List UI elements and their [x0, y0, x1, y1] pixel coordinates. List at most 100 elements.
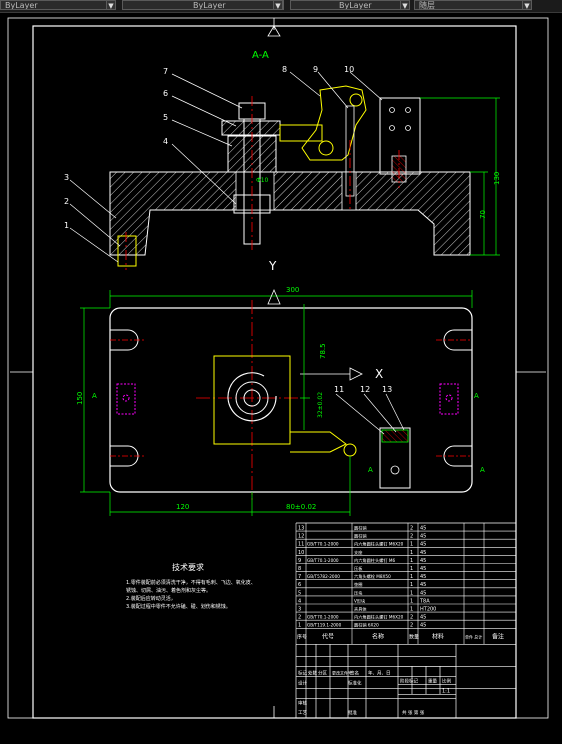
dim-120: 120: [176, 503, 189, 511]
leaders-front: [69, 71, 383, 263]
bom-cell-name: 压板: [354, 565, 363, 572]
chevron-down-icon[interactable]: ▼: [400, 0, 410, 10]
bom-cell-code: GB/T70.1-2000: [307, 558, 339, 563]
chevron-down-icon[interactable]: ▼: [522, 0, 532, 10]
bom-cell-mat: 45: [420, 566, 426, 572]
view-arrow-down: [267, 288, 281, 305]
pin-slot-plan: [381, 429, 409, 443]
tb-zone: 分区: [318, 669, 327, 676]
note-4: 3.装配过程中零件不允许磕、碰、划伤和锈蚀。: [126, 603, 231, 610]
callout-8: 8: [282, 65, 287, 74]
chevron-down-icon[interactable]: ▼: [106, 0, 116, 10]
bom-cell-name: V形块: [354, 597, 366, 604]
dim-80: 80±0.02: [286, 503, 316, 511]
section-mark-right: A: [474, 392, 479, 400]
support-hole-plan: [390, 465, 400, 475]
dim-70: 70: [479, 210, 487, 219]
bom-cell-name: 垫圈: [354, 581, 362, 588]
support-block: [379, 97, 421, 175]
callout-7: 7: [163, 67, 168, 76]
bom-cell-no: 10: [298, 550, 304, 556]
bom-cell-qty: 1: [410, 582, 413, 588]
bom-cell-qty: 1: [410, 590, 413, 596]
bom-cell-no: 6: [298, 582, 301, 588]
dim-130: 130: [493, 172, 501, 185]
tb-std: 标准化: [348, 679, 362, 686]
bom-cell-qty: 1: [410, 574, 413, 580]
bolt-circle-inner: [243, 389, 261, 407]
dim-small: Φ10: [256, 177, 269, 184]
section-mark-bl: A: [368, 466, 373, 474]
bom-cell-qty: 1: [410, 598, 413, 604]
bom-cell-mat: 45: [420, 526, 426, 532]
note-3: 2.装配后应转动灵活，: [126, 595, 176, 602]
bom-hdr-qty: 数量: [409, 633, 419, 640]
tb-sheet: 共 张 第 张: [402, 709, 425, 716]
callout-4: 4: [163, 137, 168, 146]
fixture-body: [109, 171, 471, 256]
bom-cell-qty: 2: [410, 534, 413, 540]
tb-review: 审核: [298, 699, 307, 706]
bom-cell-code: GB/T119.1-2000: [307, 623, 342, 628]
callout-1: 1: [64, 221, 69, 230]
bom-cell-qty: 1: [410, 607, 413, 613]
bom-cell-qty: 1: [410, 550, 413, 556]
slot-centerlines: [110, 339, 472, 457]
section-mark-left: A: [92, 392, 97, 400]
bom-cell-code: GB/T5782-2000: [307, 574, 340, 579]
tb-change: 更改文件号: [332, 669, 352, 675]
bom-hdr-no: 序号: [297, 633, 307, 640]
side-holes: [116, 383, 459, 415]
bom-cell-name: 压块: [354, 589, 363, 596]
plan-body: [109, 307, 473, 493]
tb-sign: 签名: [350, 669, 359, 676]
layer-select-b[interactable]: ByLayer: [122, 0, 284, 10]
bom-cell-name: 圆柱销: [354, 533, 367, 540]
section-label: A-A: [252, 50, 269, 61]
bom-hdr-code: 代号: [322, 632, 334, 640]
tb-stage: 阶段标记: [400, 677, 418, 684]
callout-13: 13: [382, 385, 392, 394]
bom-cell-mat: HT200: [420, 607, 436, 613]
chevron-down-icon[interactable]: ▼: [273, 0, 283, 10]
bom-hdr-remark: 备注: [492, 632, 504, 640]
lever-pin: [349, 93, 363, 107]
bom-hdr-name: 名称: [372, 632, 384, 640]
left-screw: [117, 235, 137, 267]
callout-9: 9: [313, 65, 318, 74]
washer: [221, 120, 281, 136]
bom-cell-no: 5: [298, 590, 301, 596]
support-holes: [389, 107, 411, 131]
bom-cell-qty: 2: [410, 615, 413, 621]
note-1: 1.零件装配前必须清洗干净，不得有毛刺、飞边、氧化皮、: [126, 579, 256, 586]
notes-title: 技术要求: [172, 562, 204, 572]
pressure-lever: [301, 85, 367, 161]
bolt-bore: [235, 171, 275, 211]
tb-approve: 批准: [348, 709, 357, 716]
bom-cell-no: 11: [298, 542, 304, 548]
bom-cell-name: 内六角圆柱头螺钉 M6X20: [354, 614, 404, 621]
bom-cell-no: 7: [298, 574, 301, 580]
note-2: 锈蚀、切屑、油污、着色剂和灰尘等。: [126, 587, 211, 594]
orientation-arrow: [267, 25, 281, 37]
dim-78-5: 78.5: [319, 343, 327, 359]
bom-cell-no: 2: [298, 615, 301, 621]
clamp-plan: [213, 355, 291, 445]
bom-cell-no: 1: [298, 623, 301, 629]
tb-weight: 重量: [428, 677, 437, 684]
bom-cell-name: 六角头螺栓 M8X50: [354, 573, 391, 580]
bom-hdr-mat: 材料: [432, 632, 444, 640]
bom-cell-qty: 1: [410, 566, 413, 572]
bom-cell-code: GB/T70.1-2000: [307, 615, 339, 620]
toolbar: ByLayer ▼ ByLayer ▼ ByLayer ▼ 随层 ▼: [0, 0, 562, 13]
bom-cell-mat: 45: [420, 534, 426, 540]
bom-cell-mat: 45: [420, 574, 426, 580]
callout-6: 6: [163, 89, 168, 98]
plan-centerlines: [196, 300, 300, 500]
leaders-plan: [335, 393, 405, 435]
tb-craft: 工艺: [298, 710, 307, 716]
tb-mark: 标记: [298, 669, 307, 676]
center-marks: [10, 18, 546, 718]
